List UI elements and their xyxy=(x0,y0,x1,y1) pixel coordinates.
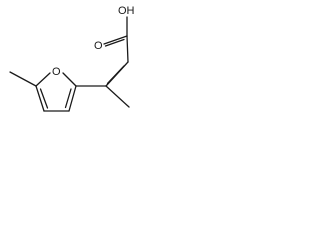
atom-label-carbonyl-oxygen: O xyxy=(94,40,103,52)
bond-c3-methyl xyxy=(105,85,130,108)
atom-label-hydroxyl: OH xyxy=(118,5,135,17)
bond-c2-c3-b xyxy=(106,65,125,85)
structure-canvas: OH O O xyxy=(0,0,174,150)
bond-fc3-fc2-a xyxy=(68,85,77,112)
bond-fc5-methyl xyxy=(9,71,37,87)
bond-o-fc5 xyxy=(35,72,51,87)
bond-fc5-fc4-a xyxy=(35,85,45,112)
molecule-structure: OH O O xyxy=(9,5,135,112)
bond-fc3-fc2-b xyxy=(64,88,72,109)
atom-label-ring-oxygen: O xyxy=(52,66,61,78)
bond-c1-o-double-a xyxy=(103,35,128,45)
bond-fc5-fc4-b xyxy=(39,88,49,109)
bond-c1-o-double-b xyxy=(104,38,125,47)
bond-c1-c2 xyxy=(126,35,129,63)
bond-fc2-o xyxy=(62,72,77,87)
